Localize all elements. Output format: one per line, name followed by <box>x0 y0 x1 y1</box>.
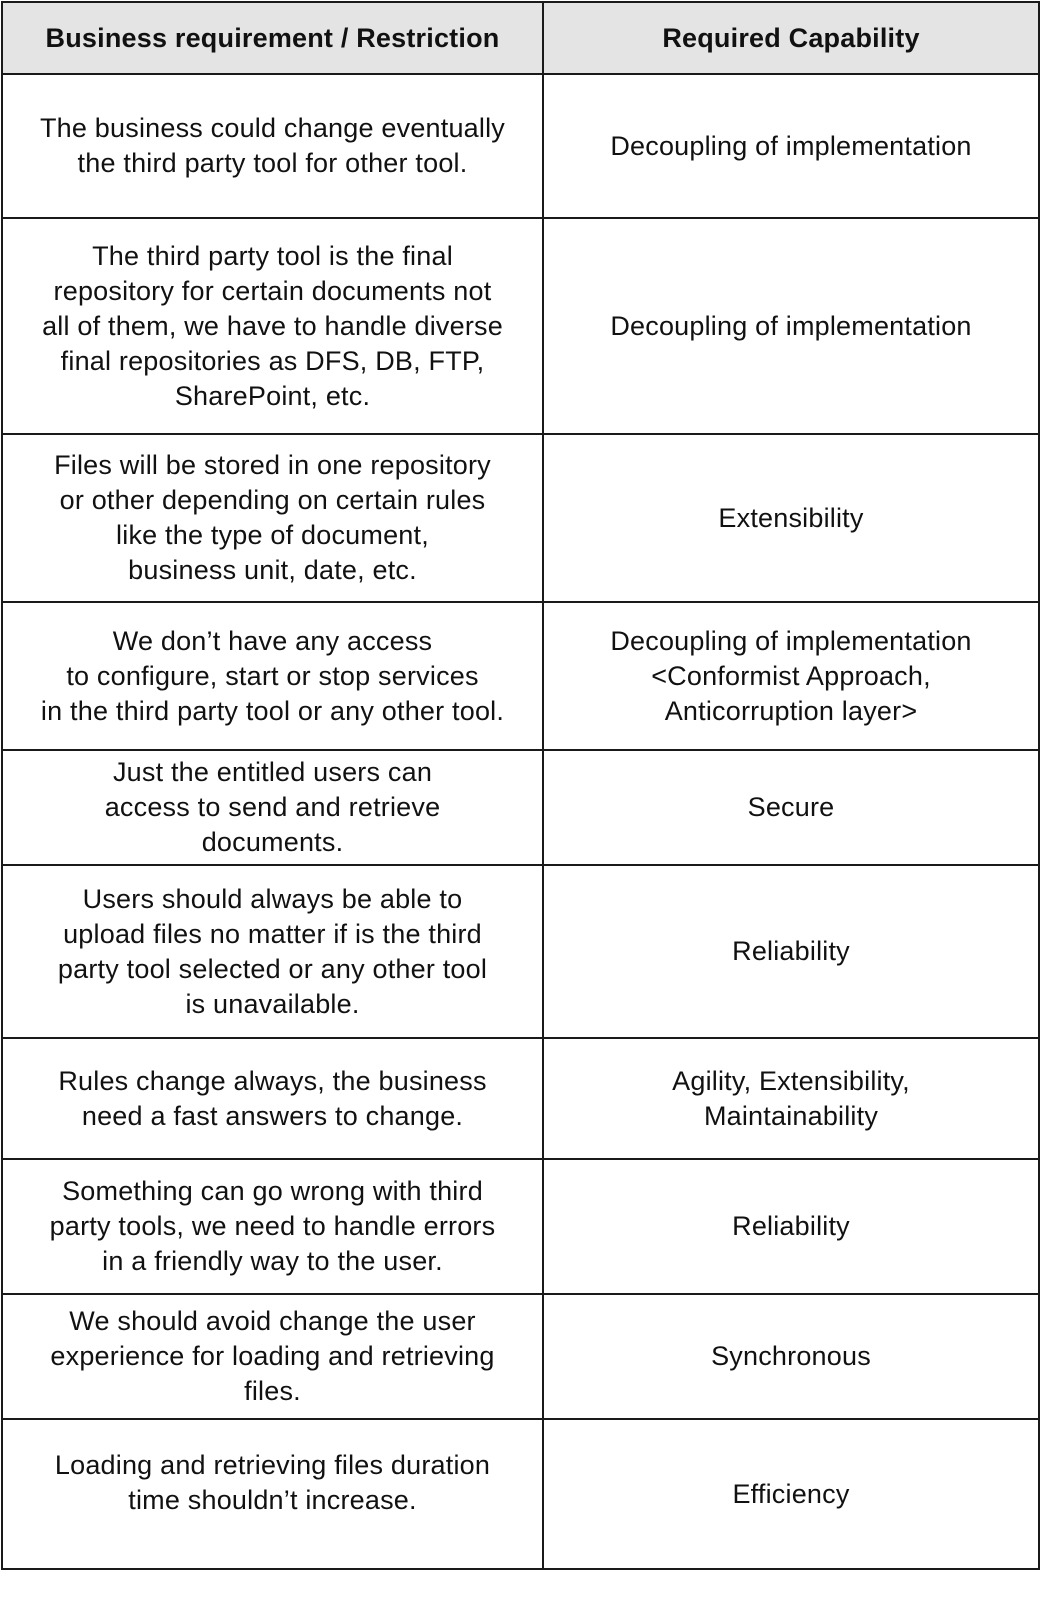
requirement-cell: Just the entitled users can access to se… <box>1 749 544 866</box>
capability-text: Agility, Extensibility, Maintainability <box>672 1065 910 1131</box>
table-row: We don’t have any access to configure, s… <box>1 601 1040 751</box>
table-row: Just the entitled users can access to se… <box>1 749 1040 866</box>
capability-text: Efficiency <box>732 1478 850 1509</box>
capability-text: Reliability <box>732 1211 850 1241</box>
header-row: Business requirement / Restriction Requi… <box>1 1 1040 75</box>
requirements-table: Business requirement / Restriction Requi… <box>1 1 1040 1570</box>
capability-cell: Agility, Extensibility, Maintainability <box>542 1037 1040 1160</box>
capability-text: Decoupling of implementation <box>610 310 972 341</box>
capability-cell: Decoupling of implementation <box>542 217 1040 435</box>
requirement-text: Rules change always, the business need a… <box>58 1065 487 1131</box>
capability-cell: Efficiency <box>542 1418 1040 1570</box>
capability-text: Reliability <box>732 936 850 966</box>
requirement-text: Just the entitled users can access to se… <box>104 757 441 857</box>
header-capability: Required Capability <box>542 1 1040 75</box>
capability-text: Decoupling of implementation <box>610 130 972 161</box>
header-requirement: Business requirement / Restriction <box>1 1 544 75</box>
requirement-text: We don’t have any access to configure, s… <box>40 625 505 726</box>
capability-cell: Decoupling of implementation <Conformist… <box>542 601 1040 751</box>
table-row: Loading and retrieving files duration ti… <box>1 1418 1040 1570</box>
requirement-cell: Files will be stored in one repository o… <box>1 433 544 603</box>
capability-cell: Reliability <box>542 864 1040 1039</box>
requirement-cell: Users should always be able to upload fi… <box>1 864 544 1039</box>
capability-text: Decoupling of implementation <Conformist… <box>610 625 972 726</box>
requirement-text: Something can go wrong with third party … <box>49 1176 496 1276</box>
requirement-cell: Rules change always, the business need a… <box>1 1037 544 1160</box>
requirement-cell: The third party tool is the final reposi… <box>1 217 544 435</box>
capability-cell: Synchronous <box>542 1293 1040 1420</box>
requirement-cell: Loading and retrieving files duration ti… <box>1 1418 544 1570</box>
requirement-cell: We don’t have any access to configure, s… <box>1 601 544 751</box>
capability-cell: Extensibility <box>542 433 1040 603</box>
requirement-cell: The business could change eventually the… <box>1 73 544 219</box>
requirement-text: Users should always be able to upload fi… <box>57 883 488 1019</box>
capability-cell: Secure <box>542 749 1040 866</box>
table-row: The business could change eventually the… <box>1 73 1040 219</box>
requirement-cell: Something can go wrong with third party … <box>1 1158 544 1295</box>
table-row: We should avoid change the user experien… <box>1 1293 1040 1420</box>
requirement-text: Files will be stored in one repository o… <box>54 450 491 585</box>
capability-cell: Reliability <box>542 1158 1040 1295</box>
requirement-cell: We should avoid change the user experien… <box>1 1293 544 1420</box>
requirement-text: Loading and retrieving files duration ti… <box>54 1450 491 1515</box>
table-row: Rules change always, the business need a… <box>1 1037 1040 1160</box>
requirement-text: The business could change eventually the… <box>39 113 505 178</box>
capability-text: Synchronous <box>711 1341 871 1371</box>
table-row: The third party tool is the final reposi… <box>1 217 1040 435</box>
capability-text: Extensibility <box>718 502 864 533</box>
requirement-text: We should avoid change the user experien… <box>50 1306 495 1406</box>
capability-text: Secure <box>747 792 835 822</box>
table-row: Files will be stored in one repository o… <box>1 433 1040 603</box>
capability-cell: Decoupling of implementation <box>542 73 1040 219</box>
table-row: Users should always be able to upload fi… <box>1 864 1040 1039</box>
requirement-text: The third party tool is the final reposi… <box>42 240 503 411</box>
table-row: Something can go wrong with third party … <box>1 1158 1040 1295</box>
